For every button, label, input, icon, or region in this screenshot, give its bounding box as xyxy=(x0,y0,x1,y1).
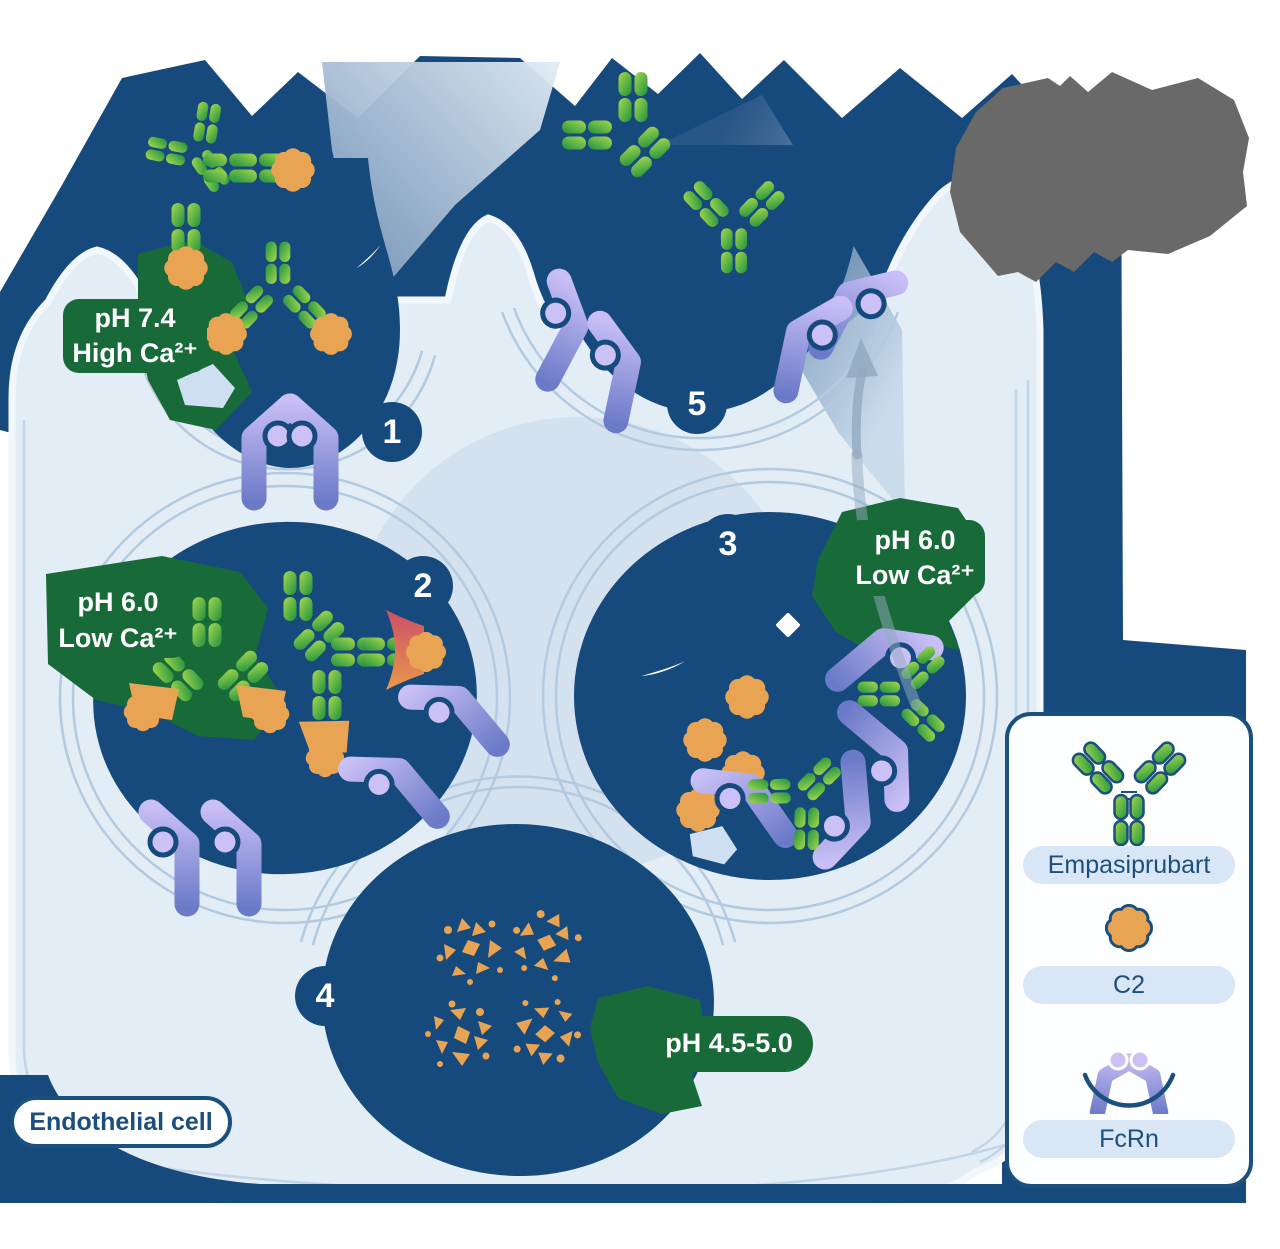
c2-icon xyxy=(205,313,247,355)
ph-label-step1: pH 7.4 High Ca²⁺ xyxy=(63,299,207,373)
ph-value: pH 7.4 xyxy=(94,302,176,333)
ph-label-step3: pH 6.0 Low Ca²⁺ xyxy=(845,520,985,596)
step-5-badge: 5 xyxy=(668,375,726,433)
c2-icon xyxy=(271,148,315,192)
c2-icon xyxy=(123,692,163,732)
legend-item-c2: C2 xyxy=(1023,966,1235,1004)
step-4-badge: 4 xyxy=(296,967,354,1025)
step-number: 5 xyxy=(687,384,707,423)
c2-icon xyxy=(405,631,447,673)
calcium-value: Low Ca²⁺ xyxy=(855,560,975,590)
c2-icon xyxy=(250,694,290,734)
step-number: 4 xyxy=(315,976,335,1015)
ph-label-step2: pH 6.0 Low Ca²⁺ xyxy=(48,583,188,658)
light-wedge-top xyxy=(322,62,560,287)
c2-icon xyxy=(310,313,352,355)
legend-label: Empasiprubart xyxy=(1047,850,1211,879)
step-2-badge: 2 xyxy=(394,557,452,615)
ph-value: pH 4.5-5.0 xyxy=(665,1028,793,1059)
molecules xyxy=(123,72,947,1074)
step-number: 2 xyxy=(413,566,433,605)
cell-label-text: Endothelial cell xyxy=(29,1107,213,1136)
c2-icon xyxy=(1105,904,1153,952)
ph-value: pH 6.0 xyxy=(874,524,956,555)
c2-icon xyxy=(164,246,208,290)
ph-label-step4: pH 4.5-5.0 xyxy=(645,1016,813,1072)
c2-icon xyxy=(725,675,769,719)
legend-item-empasiprubart: Empasiprubart xyxy=(1023,846,1235,884)
ph-value: pH 6.0 xyxy=(77,587,159,618)
legend-label: C2 xyxy=(1113,970,1145,999)
calcium-value: Low Ca²⁺ xyxy=(58,622,178,653)
bottom-membrane-band xyxy=(0,1075,1246,1203)
legend-label: FcRn xyxy=(1099,1124,1159,1153)
step-number: 1 xyxy=(382,412,402,451)
endothelial-cell-label: Endothelial cell xyxy=(10,1096,232,1148)
legend-panel: Empasiprubart C2 FcRn xyxy=(1005,712,1253,1188)
sparkle-icon xyxy=(776,613,800,637)
step-number: 3 xyxy=(718,524,738,563)
calcium-value: High Ca²⁺ xyxy=(72,338,198,368)
c2-icon xyxy=(683,718,727,762)
c2-icon xyxy=(676,788,720,832)
fcrn-icon xyxy=(1082,1024,1176,1114)
antibody-icon xyxy=(1059,736,1199,848)
step-3-badge: 3 xyxy=(699,515,757,573)
step-1-badge: 1 xyxy=(363,403,421,461)
legend-item-fcrn: FcRn xyxy=(1023,1120,1235,1158)
redacted-annotation-blob xyxy=(950,72,1249,282)
